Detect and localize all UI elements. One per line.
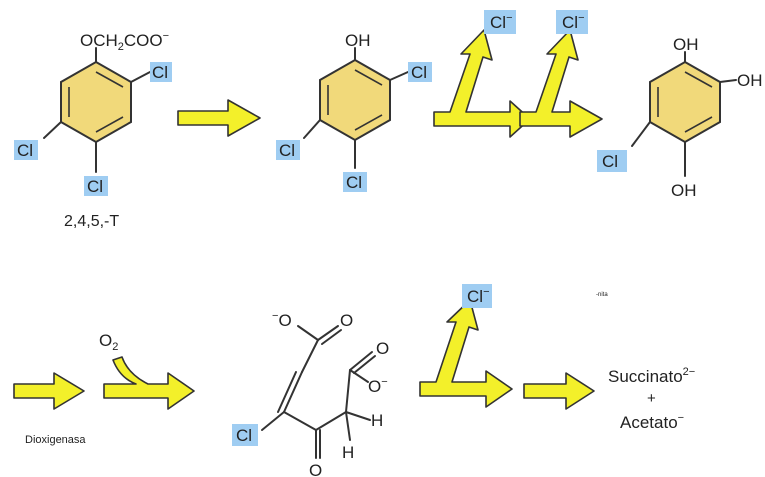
cl-highlight <box>14 140 38 160</box>
cl-highlight <box>408 62 432 82</box>
cl-highlight <box>150 62 172 82</box>
plus-sign: + <box>647 390 656 407</box>
hydrogen-atom: H <box>342 443 354 462</box>
chloride-ion: Cl− <box>467 286 490 306</box>
cl-atom: Cl <box>87 177 103 196</box>
benzene-ring <box>649 60 721 144</box>
reaction-arrow <box>13 372 85 410</box>
cl-atom: Cl <box>236 426 252 445</box>
carbonyl-oxygen: O <box>376 339 389 358</box>
dechlorination-arrows: Cl− Cl− <box>433 10 603 138</box>
compound-name: 2,4,5,-T <box>64 213 119 230</box>
oxyacetate-group: OCH2COO− <box>80 30 169 53</box>
cl-atom: Cl <box>152 63 168 82</box>
oh-group: OH <box>671 181 697 200</box>
carboxylate-oxygen: O− <box>368 376 388 396</box>
chloride-highlight <box>484 10 516 34</box>
reaction-arrow <box>177 99 261 137</box>
ketone-oxygen: O <box>309 461 322 477</box>
cl-highlight <box>597 150 627 172</box>
acetate-product: Acetato− <box>620 412 684 432</box>
dechlorination-arrow <box>419 299 513 408</box>
cl-highlight <box>84 176 108 196</box>
cl-atom: Cl <box>411 63 427 82</box>
dechlorination-arrow <box>519 29 603 138</box>
cl-highlight <box>276 140 300 160</box>
oh-group: OH <box>345 31 371 50</box>
cl-atom: Cl <box>602 152 618 171</box>
oxygen-molecule: O2 <box>99 331 118 353</box>
chloride-ion: Cl− <box>490 12 513 32</box>
compound-245-t: OCH2COO− Cl Cl Cl 2,4,5,-T <box>14 30 172 230</box>
cl-atom: Cl <box>279 141 295 160</box>
dioxygenase-step: O2 Dioxigenasa <box>25 331 195 446</box>
cl-highlight <box>232 424 258 446</box>
compound-chlorohydroquinone: OH OH Cl OH <box>597 35 763 200</box>
carboxylate-oxygen: −O <box>272 310 292 330</box>
enzyme-label: Dioxigenasa <box>25 434 86 446</box>
cl-atom: Cl <box>346 173 362 192</box>
stray-mark: -nita <box>596 292 608 298</box>
hydrogen-atom: H <box>371 411 383 430</box>
succinate-product: Succinato2− <box>608 366 695 386</box>
chloride-ion: Cl− <box>562 12 585 32</box>
carbonyl-oxygen: O <box>340 311 353 330</box>
dechlorination-arrow <box>433 29 531 138</box>
oxygen-uptake-arrow <box>103 356 195 410</box>
chloride-highlight <box>462 284 492 308</box>
compound-chloromaleylacetate: −O O O O− H H O Cl <box>232 310 389 477</box>
oh-group: OH <box>673 35 699 54</box>
reaction-arrow <box>523 372 595 410</box>
oh-group: OH <box>737 71 763 90</box>
benzene-ring <box>60 60 132 144</box>
cl-atom: Cl <box>17 141 33 160</box>
compound-trichlorophenol: OH Cl Cl Cl <box>276 31 432 192</box>
cl-highlight <box>343 172 367 192</box>
dechlorination-step-2: Cl− <box>419 284 513 408</box>
final-products: Succinato2− + Acetato− <box>608 366 695 432</box>
benzene-ring <box>319 58 391 142</box>
chloride-highlight <box>556 10 588 34</box>
